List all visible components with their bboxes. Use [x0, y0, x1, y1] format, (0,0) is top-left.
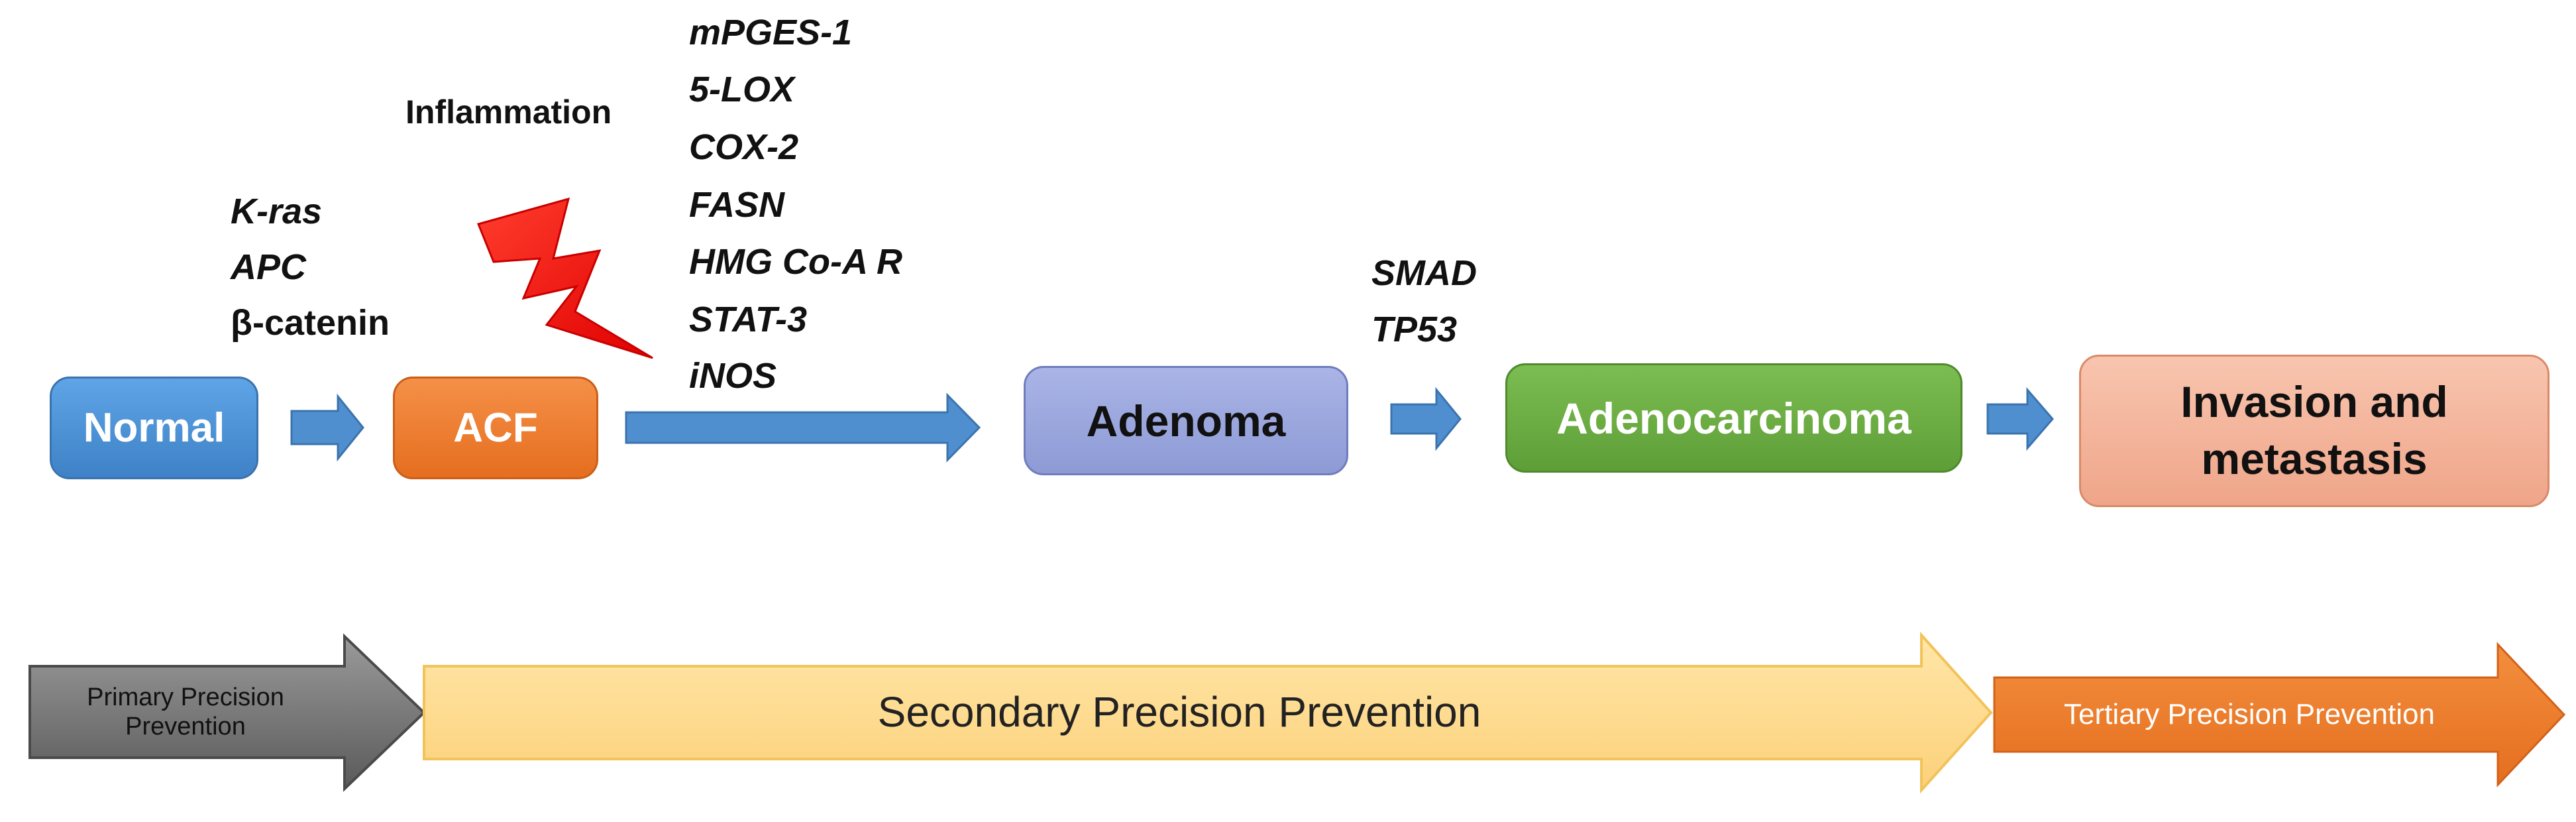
arrow-adenoma-to-adenocarcinoma: [1390, 386, 1462, 451]
primary-prevention-line2: Prevention: [125, 713, 246, 740]
arrow-normal-to-acf: [290, 393, 364, 462]
stage-adenocarcinoma: Adenocarcinoma: [1505, 363, 1962, 473]
gene-beta-catenin: β-catenin: [231, 303, 390, 343]
stage-adenoma-label: Adenoma: [1086, 396, 1286, 445]
tertiary-prevention-label: Tertiary Precision Prevention: [2063, 697, 2435, 731]
stage-acf: ACF: [393, 377, 598, 479]
stage-normal-label: Normal: [83, 405, 225, 451]
gene-hmg-coa-r: HMG Co-A R: [689, 242, 902, 282]
secondary-prevention-label: Secondary Precision Prevention: [877, 688, 1481, 736]
tertiary-prevention-arrow: [1993, 642, 2566, 788]
lightning-icon: [476, 197, 653, 359]
gene-fasn: FASN: [689, 185, 785, 225]
inflammation-label: Inflammation: [405, 93, 612, 131]
secondary-prevention-arrow: [423, 631, 1993, 794]
arrow-adenocarcinoma-to-invasion: [1986, 386, 2054, 451]
gene-k-ras: K-ras: [231, 192, 323, 231]
gene-mpges-1: mPGES-1: [689, 13, 853, 52]
primary-prevention-arrow: [28, 633, 426, 792]
stage-acf-label: ACF: [453, 405, 538, 451]
arrow-acf-to-adenoma: [625, 392, 981, 463]
gene-inos: iNOS: [689, 356, 777, 396]
stage-invasion-label-line1: Invasion and: [2180, 377, 2448, 427]
stage-adenoma: Adenoma: [1024, 366, 1348, 475]
gene-cox-2: COX-2: [689, 127, 799, 167]
stage-normal: Normal: [50, 377, 258, 479]
stage-invasion-label-line2: metastasis: [2201, 434, 2428, 483]
gene-stat-3: STAT-3: [689, 300, 808, 339]
gene-5-lox: 5-LOX: [689, 70, 795, 109]
gene-smad: SMAD: [1371, 253, 1477, 293]
stage-adenocarcinoma-label: Adenocarcinoma: [1556, 393, 1911, 443]
primary-prevention-line1: Primary Precision: [87, 683, 284, 712]
stage-invasion-metastasis: Invasion and metastasis: [2079, 355, 2549, 507]
gene-tp53: TP53: [1371, 310, 1458, 349]
gene-apc: APC: [231, 247, 307, 287]
primary-prevention-label: Primary Precision Prevention: [33, 671, 338, 754]
